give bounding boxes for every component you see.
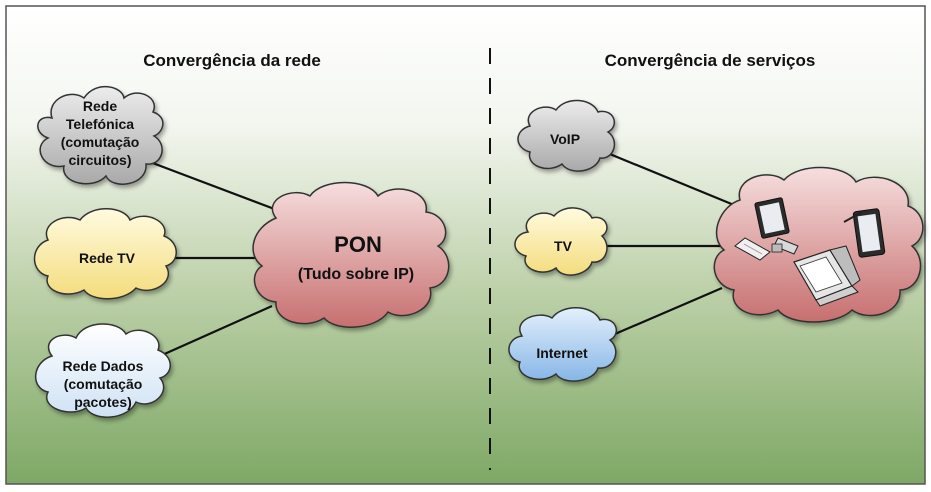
computer-icon (793, 245, 861, 307)
telephone-line-2: Telefónica (66, 116, 134, 132)
connector-internet-devices (607, 286, 723, 339)
cloud-data-network (34, 323, 171, 418)
connector-data-pon (159, 304, 273, 358)
data-line-1: Rede Dados (63, 358, 144, 374)
cloud-tv-network (33, 208, 177, 300)
connector-voip-devices (599, 148, 735, 207)
cloud-telephone-network (37, 86, 164, 185)
cloud-internet (508, 307, 618, 382)
tv-network-label: Rede TV (79, 250, 136, 266)
data-line-3: pacotes) (74, 394, 132, 410)
internet-label: Internet (536, 345, 588, 361)
tv-service-label: TV (554, 238, 573, 254)
connector-telephone-pon (149, 160, 286, 215)
telephone-line-4: circuitos) (68, 152, 131, 168)
left-section-title: Convergência da rede (143, 51, 321, 70)
telephone-line-1: Rede (83, 98, 117, 114)
telephone-line-3: (comutação (61, 134, 140, 150)
pon-subtitle: (Tudo sobre IP) (298, 266, 414, 283)
cloud-pon (252, 181, 450, 328)
keyboard-icon (734, 237, 771, 261)
pon-title: PON (334, 232, 382, 257)
data-line-2: (comutação (64, 376, 143, 392)
voip-label: VoIP (550, 131, 580, 147)
cloud-tv-service (514, 207, 608, 276)
tablet-icon (843, 208, 886, 258)
monitor-icon (754, 197, 799, 255)
right-section-title: Convergência de serviços (605, 51, 816, 70)
cloud-voip (517, 99, 616, 172)
